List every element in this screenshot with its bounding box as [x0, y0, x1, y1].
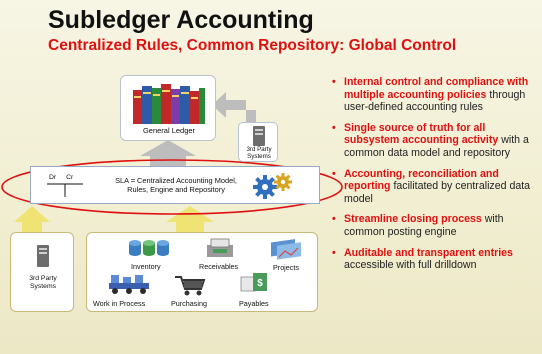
debit-label: Dr [49, 174, 57, 181]
bullet-item: • Internal control and compliance with m… [330, 76, 538, 114]
debit-credit-labels: Dr Cr [49, 174, 81, 181]
subsystems-box: Inventory Receivables Projects Work in P… [86, 232, 318, 312]
bullet-dot: • [332, 246, 336, 259]
bullet-rest: facilitated by centralized data model [344, 180, 531, 205]
bullet-dot: • [332, 167, 336, 180]
gears-icon [253, 173, 292, 199]
slide-title: Subledger Accounting [48, 6, 314, 34]
general-ledger-box: General Ledger [120, 75, 216, 141]
tps-left-line2: Systems [29, 283, 57, 290]
payables-dollar-icon: $ [240, 273, 267, 292]
tps-top-line1: 3rd Party [246, 146, 272, 153]
module-receivables: Receivables [199, 262, 239, 271]
bullet-dot: • [332, 121, 336, 134]
bullet-rest: accessible with full drilldown [344, 259, 477, 272]
work-in-process-icon [109, 275, 149, 294]
bullet-item: • Streamline closing process with common… [330, 213, 538, 238]
third-party-systems-left-box: 3rd Party Systems [10, 232, 74, 312]
module-inventory: Inventory [131, 262, 161, 271]
inventory-icon [129, 240, 169, 256]
sla-line1: SLA = Centralized Accounting Model, [115, 176, 237, 185]
bullet-item: • Single source of truth for all subsyst… [330, 122, 538, 160]
bullet-strong: Accounting, reconciliation and reporting [344, 167, 499, 193]
credit-label: Cr [66, 174, 74, 181]
third-party-systems-top-box: 3rd Party Systems [238, 122, 278, 162]
module-projects: Projects [273, 263, 299, 272]
bullet-rest: through user-defined accounting rules [344, 88, 526, 114]
bullet-rest: with common posting engine [344, 213, 504, 238]
bullet-strong: Streamline closing process [344, 213, 482, 226]
arrow-sla-to-third-party-left [14, 206, 50, 232]
third-party-systems-left-label: 3rd Party Systems [11, 275, 75, 291]
bullet-rest: with a common data model and repository [344, 134, 529, 159]
server-icon [253, 126, 265, 146]
svg-text:$: $ [257, 278, 263, 289]
arrow-third-party-to-gl [212, 92, 256, 122]
bullet-strong: Single source of truth for all subsystem… [344, 121, 499, 147]
general-ledger-label: General Ledger [142, 126, 196, 135]
receivables-icon [207, 238, 233, 257]
bullet-item: • Auditable and transparent entries acce… [330, 247, 538, 272]
tps-left-line1: 3rd Party [29, 275, 57, 282]
sla-line2: Rules, Engine and Repository [127, 185, 225, 194]
module-work-in-process: Work in Process [93, 299, 146, 308]
bullet-list: • Internal control and compliance with m… [330, 76, 538, 280]
bullet-dot: • [332, 76, 336, 88]
bullet-dot: • [332, 213, 336, 226]
server-icon [37, 245, 49, 267]
sla-box: Dr Cr SLA = Centralized Accounting Model… [30, 166, 320, 204]
purchasing-cart-icon [175, 276, 206, 296]
tps-top-line2: Systems [247, 153, 271, 160]
bullet-strong: Auditable and transparent entries [344, 246, 513, 259]
bullet-item: • Accounting, reconciliation and reporti… [330, 168, 538, 206]
bullet-strong: Internal control and compliance with mul… [344, 76, 529, 101]
sla-highlight-ellipse [1, 159, 343, 215]
sla-description: SLA = Centralized Accounting Model, Rule… [111, 176, 241, 194]
module-purchasing: Purchasing [171, 299, 207, 308]
third-party-systems-top-label: 3rd Party Systems [239, 146, 279, 160]
arrow-sla-to-gl [140, 140, 196, 166]
slide-subtitle: Centralized Rules, Common Repository: Gl… [48, 37, 457, 54]
module-payables: Payables [239, 299, 269, 308]
projects-icon [271, 239, 301, 260]
ledger-books-icon [133, 84, 205, 124]
t-account-icon [47, 183, 83, 197]
arrow-sla-to-modules [166, 206, 214, 232]
